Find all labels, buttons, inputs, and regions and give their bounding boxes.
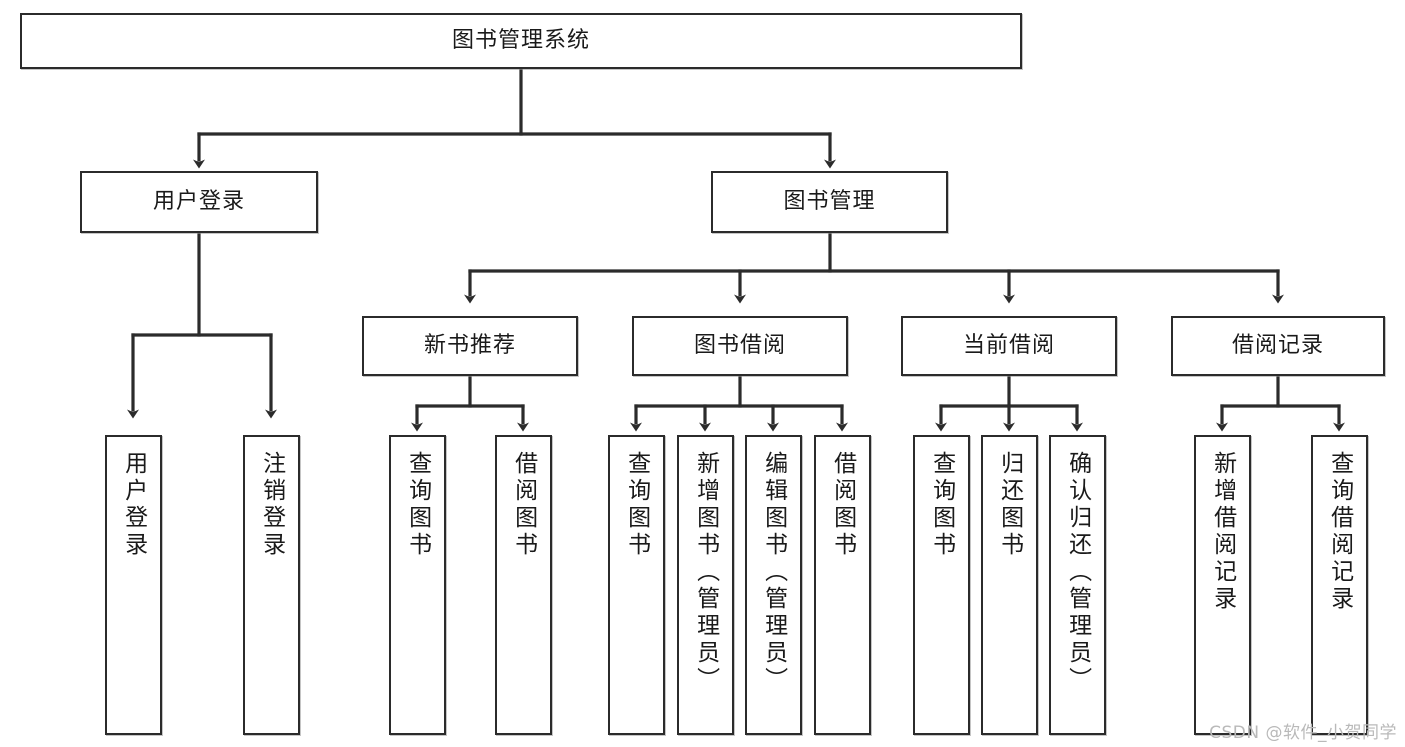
leaf-edit-book-admin-label: 编辑图书（管理员） bbox=[760, 451, 787, 694]
node-current-borrow-label: 当前借阅 bbox=[962, 333, 1055, 359]
leaf-logout-label: 注销登录 bbox=[258, 451, 285, 559]
leaf-confirm-return-admin[interactable]: 确认归还（管理员） bbox=[1049, 435, 1106, 735]
leaf-query-book-current[interactable]: 查询图书 bbox=[913, 435, 970, 735]
leaf-query-borrow-record-label: 查询借阅记录 bbox=[1326, 451, 1353, 613]
leaf-return-book-label: 归还图书 bbox=[996, 451, 1023, 559]
node-borrow-record-label: 借阅记录 bbox=[1231, 333, 1324, 359]
leaf-query-book-recommend-label: 查询图书 bbox=[404, 451, 431, 559]
leaf-borrow-book-label: 借阅图书 bbox=[829, 451, 856, 559]
leaf-user-login-label: 用户登录 bbox=[120, 451, 147, 559]
node-root[interactable]: 图书管理系统 bbox=[20, 13, 1022, 69]
leaf-query-book-borrow-label: 查询图书 bbox=[623, 451, 650, 559]
leaf-query-borrow-record[interactable]: 查询借阅记录 bbox=[1311, 435, 1368, 735]
node-borrow-record[interactable]: 借阅记录 bbox=[1171, 316, 1385, 376]
leaf-return-book[interactable]: 归还图书 bbox=[981, 435, 1038, 735]
node-book-borrow[interactable]: 图书借阅 bbox=[632, 316, 848, 376]
node-root-label: 图书管理系统 bbox=[451, 28, 590, 54]
leaf-user-login[interactable]: 用户登录 bbox=[105, 435, 162, 735]
leaf-edit-book-admin[interactable]: 编辑图书（管理员） bbox=[745, 435, 802, 735]
node-current-borrow[interactable]: 当前借阅 bbox=[901, 316, 1117, 376]
node-book-management-label: 图书管理 bbox=[783, 189, 876, 215]
node-book-borrow-label: 图书借阅 bbox=[693, 333, 786, 359]
leaf-logout[interactable]: 注销登录 bbox=[243, 435, 300, 735]
leaf-add-book-admin[interactable]: 新增图书（管理员） bbox=[677, 435, 734, 735]
leaf-query-book-current-label: 查询图书 bbox=[928, 451, 955, 559]
leaf-query-book-borrow[interactable]: 查询图书 bbox=[608, 435, 665, 735]
leaf-borrow-book-recommend-label: 借阅图书 bbox=[510, 451, 537, 559]
leaf-add-borrow-record-label: 新增借阅记录 bbox=[1209, 451, 1236, 613]
leaf-borrow-book[interactable]: 借阅图书 bbox=[814, 435, 871, 735]
leaf-borrow-book-recommend[interactable]: 借阅图书 bbox=[495, 435, 552, 735]
leaf-query-book-recommend[interactable]: 查询图书 bbox=[389, 435, 446, 735]
leaf-confirm-return-admin-label: 确认归还（管理员） bbox=[1064, 451, 1091, 694]
node-new-book-recommend[interactable]: 新书推荐 bbox=[362, 316, 578, 376]
node-user-login[interactable]: 用户登录 bbox=[80, 171, 318, 233]
node-new-book-recommend-label: 新书推荐 bbox=[423, 333, 516, 359]
leaf-add-book-admin-label: 新增图书（管理员） bbox=[692, 451, 719, 694]
node-book-management[interactable]: 图书管理 bbox=[711, 171, 948, 233]
csdn-watermark: CSDN @软件_小贺同学 bbox=[1209, 723, 1397, 743]
node-user-login-label: 用户登录 bbox=[152, 189, 245, 215]
leaf-add-borrow-record[interactable]: 新增借阅记录 bbox=[1194, 435, 1251, 735]
